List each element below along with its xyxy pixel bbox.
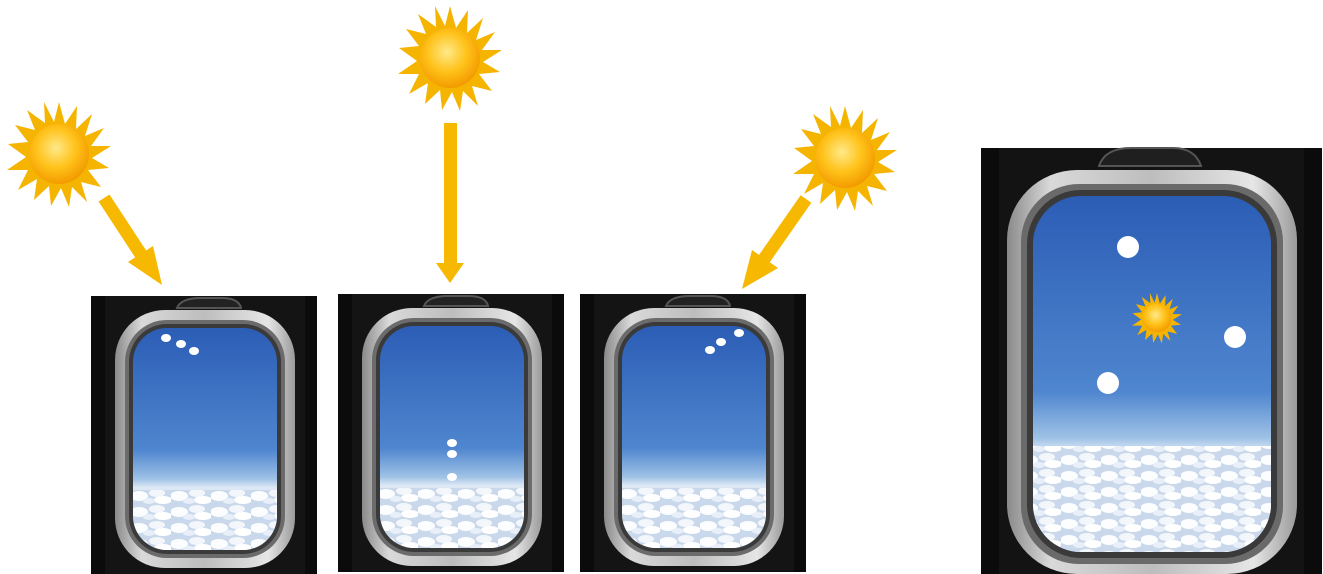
sun-icon: [793, 106, 897, 211]
reflection-dot: [1097, 372, 1119, 394]
panel-overhead-sun: [338, 6, 564, 572]
airplane-window-icon: [580, 294, 806, 572]
panel-right-sun: [580, 106, 897, 572]
diagonal-arrow-icon: [742, 199, 806, 289]
reflection-dot: [734, 329, 744, 337]
reflection-dot: [189, 347, 199, 355]
sun-icon: [398, 6, 502, 111]
diagonal-arrow-icon: [104, 198, 162, 285]
airplane-window-icon: [338, 294, 564, 572]
reflection-dot: [447, 450, 457, 458]
airplane-window-icon: [91, 296, 317, 574]
reflection-dot: [176, 340, 186, 348]
panel-left-sun: [7, 102, 317, 574]
reflection-dot: [161, 334, 171, 342]
reflection-dot: [716, 338, 726, 346]
reflection-dot: [1117, 236, 1139, 258]
panel-large-view: [981, 148, 1322, 574]
reflection-dot: [705, 346, 715, 354]
sun-icon: [7, 102, 111, 207]
reflection-dot: [1224, 326, 1246, 348]
airplane-window-icon: [981, 148, 1322, 574]
vertical-arrow-icon: [436, 123, 464, 283]
reflection-dot: [447, 473, 457, 481]
reflection-dot: [447, 439, 457, 447]
